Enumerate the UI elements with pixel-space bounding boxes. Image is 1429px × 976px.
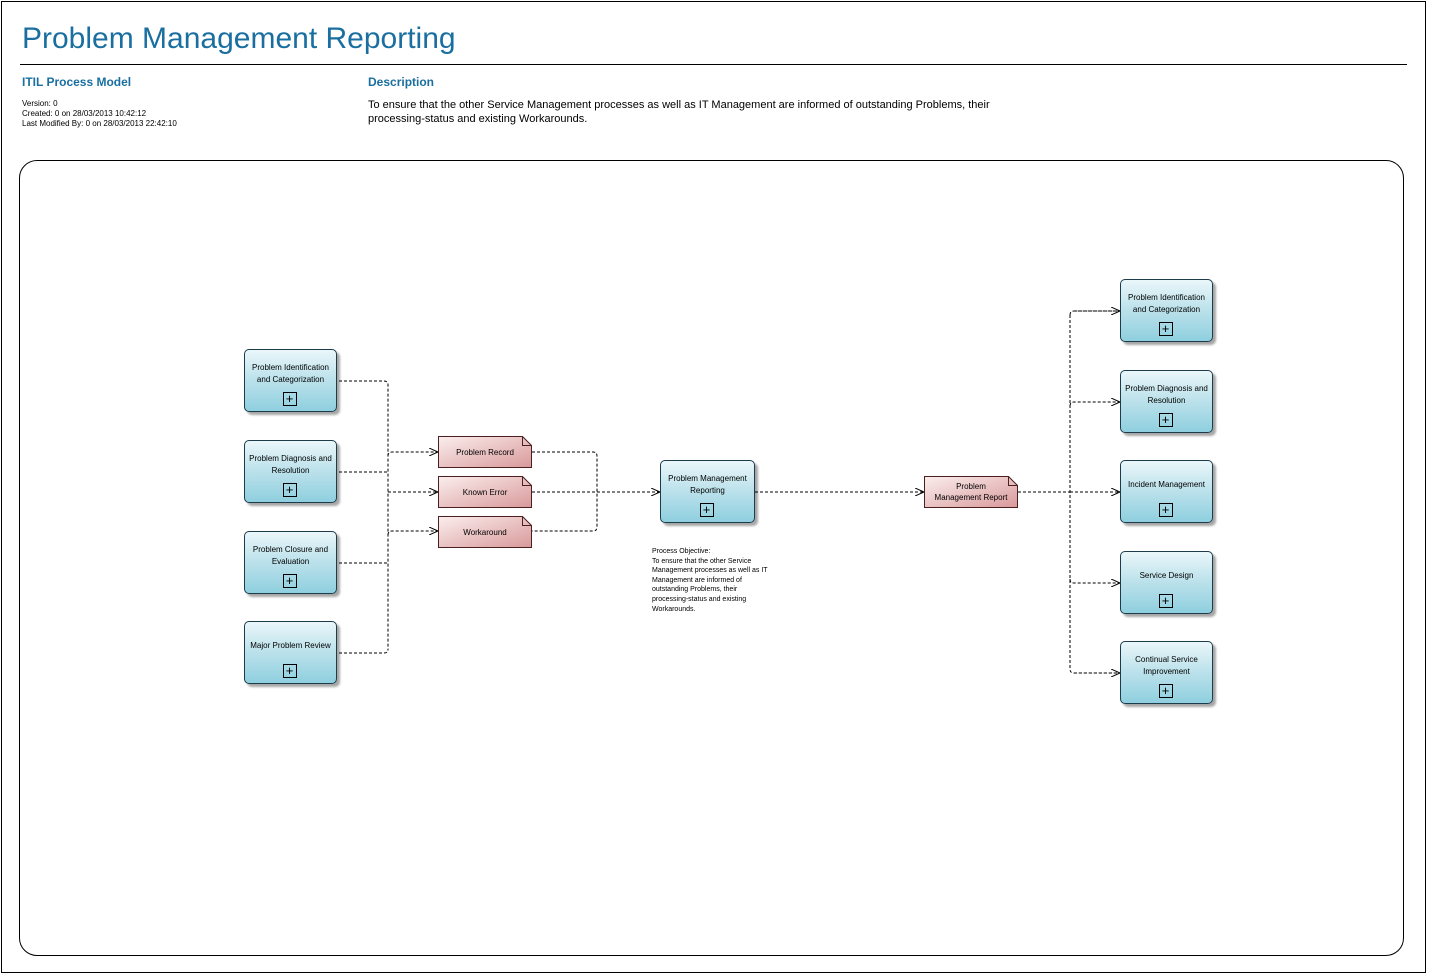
document-icon bbox=[438, 476, 532, 508]
last-modified-text: Last Modified By: 0 on 28/03/2013 22:42:… bbox=[22, 119, 177, 128]
input-process-problem-closure[interactable]: Problem Closure and Evaluation + bbox=[244, 531, 337, 594]
page-title: Problem Management Reporting bbox=[22, 22, 456, 55]
connector-input-1 bbox=[339, 380, 389, 649]
expand-icon[interactable]: + bbox=[282, 392, 297, 406]
note-line: Management processes as well as IT bbox=[652, 567, 768, 575]
process-label: Major Problem Review bbox=[250, 640, 331, 650]
output-process-problem-identification[interactable]: Problem Identification and Categorizatio… bbox=[1120, 279, 1213, 342]
version-text: Version: 0 bbox=[22, 99, 58, 108]
note-line: Workarounds. bbox=[652, 605, 696, 613]
main-process-problem-management-reporting[interactable]: Problem Management Reporting + bbox=[660, 460, 755, 523]
artefact-label: Problem Management Report bbox=[934, 482, 1008, 502]
process-label: Service Design bbox=[1139, 570, 1194, 580]
expand-icon[interactable]: + bbox=[699, 503, 714, 517]
artefact-label: Problem Record bbox=[456, 447, 514, 457]
connector-to-output-2 bbox=[1069, 402, 1120, 407]
note-line: outstanding Problems, their bbox=[652, 586, 738, 594]
expand-icon[interactable]: + bbox=[282, 574, 297, 588]
output-process-problem-diagnosis[interactable]: Problem Diagnosis and Resolution + bbox=[1120, 370, 1213, 433]
expand-icon[interactable]: + bbox=[1158, 322, 1173, 336]
process-label: Problem Identification and Categorizatio… bbox=[252, 362, 329, 384]
output-process-service-design[interactable]: Service Design + bbox=[1120, 551, 1213, 614]
note-line: processing-status and existing bbox=[652, 595, 747, 603]
connector-input-4 bbox=[339, 648, 389, 654]
connector-to-output-4 bbox=[1069, 578, 1120, 583]
process-label: Problem Diagnosis and Resolution bbox=[249, 453, 332, 475]
description-heading: Description bbox=[368, 75, 435, 89]
output-process-incident-management[interactable]: Incident Management + bbox=[1120, 460, 1213, 523]
input-process-problem-diagnosis[interactable]: Problem Diagnosis and Resolution + bbox=[244, 440, 337, 503]
process-label: Problem Management Reporting bbox=[668, 473, 747, 495]
artefact-known-error[interactable]: Known Error bbox=[438, 476, 532, 508]
note-line: To ensure that the other Service bbox=[652, 557, 752, 565]
created-text: Created: 0 on 28/03/2013 10:42:12 bbox=[22, 109, 147, 118]
expand-icon[interactable]: + bbox=[1158, 413, 1173, 427]
expand-icon[interactable]: + bbox=[282, 664, 297, 678]
title-divider bbox=[20, 64, 1407, 65]
process-label: Problem Closure and Evaluation bbox=[252, 544, 329, 566]
model-heading: ITIL Process Model bbox=[22, 75, 132, 89]
expand-icon[interactable]: + bbox=[1158, 684, 1173, 698]
process-label: Continual Service Improvement bbox=[1135, 654, 1198, 676]
note-heading: Process Objective: bbox=[652, 548, 711, 555]
artefact-problem-management-report[interactable]: Problem Management Report bbox=[924, 476, 1018, 508]
document-icon bbox=[438, 516, 532, 548]
expand-icon[interactable]: + bbox=[1158, 503, 1173, 517]
description-text: To ensure that the other Service Managem… bbox=[368, 99, 990, 125]
process-label: Problem Identification and Categorizatio… bbox=[1128, 292, 1205, 314]
expand-icon[interactable]: + bbox=[1158, 594, 1173, 608]
connector-to-problem-record bbox=[387, 452, 438, 457]
note-line: Management are informed of bbox=[652, 576, 742, 584]
expand-icon[interactable]: + bbox=[282, 483, 297, 497]
output-process-continual-service-improvement[interactable]: Continual Service Improvement + bbox=[1120, 641, 1213, 704]
connector-to-workaround bbox=[387, 531, 438, 536]
model-metadata: Version: 0 Created: 0 on 28/03/2013 10:4… bbox=[22, 99, 177, 129]
document-icon bbox=[924, 476, 1018, 508]
input-process-major-problem-review[interactable]: Major Problem Review + bbox=[244, 621, 337, 684]
artefact-label: Known Error bbox=[462, 487, 508, 497]
process-label: Incident Management bbox=[1128, 479, 1205, 489]
input-process-problem-identification[interactable]: Problem Identification and Categorizatio… bbox=[244, 349, 337, 412]
artefact-workaround[interactable]: Workaround bbox=[438, 516, 532, 548]
process-objective-note: Process Objective: To ensure that the ot… bbox=[652, 547, 782, 614]
process-label: Problem Diagnosis and Resolution bbox=[1125, 383, 1208, 405]
artefact-label: Workaround bbox=[463, 527, 507, 537]
document-icon bbox=[438, 436, 532, 468]
artefact-problem-record[interactable]: Problem Record bbox=[438, 436, 532, 468]
diagram-canvas bbox=[19, 160, 1404, 956]
connector-report-bus bbox=[1018, 310, 1120, 674]
